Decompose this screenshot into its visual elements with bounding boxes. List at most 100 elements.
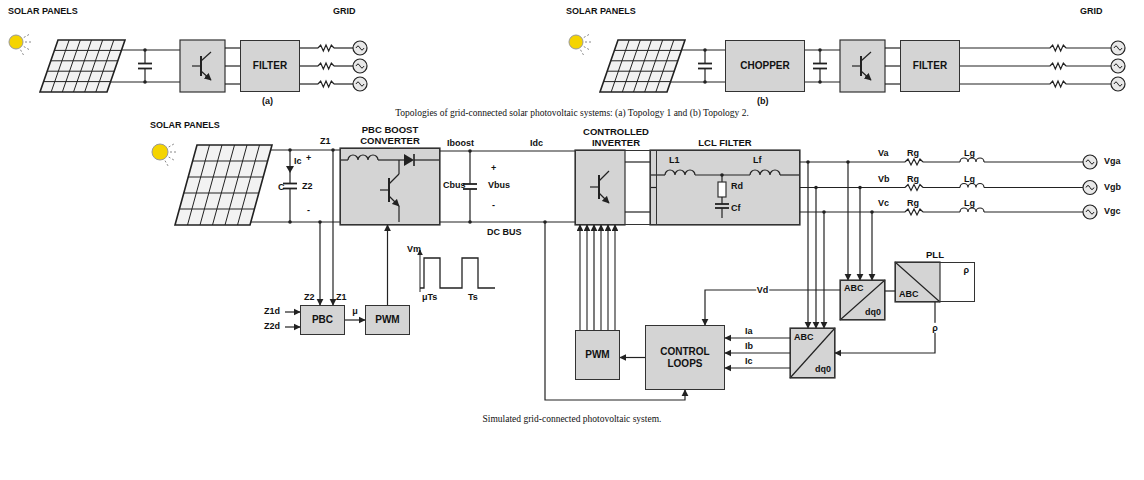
gate-arrow bbox=[600, 225, 601, 330]
transistor-bar bbox=[598, 175, 600, 199]
signal-label: Z2 bbox=[304, 292, 315, 302]
process-box: ABCdq0 bbox=[790, 328, 835, 378]
sun-ray bbox=[24, 47, 31, 51]
gate-arrow bbox=[579, 225, 580, 330]
wire bbox=[681, 49, 725, 50]
panel-grid bbox=[54, 50, 121, 51]
divider-line bbox=[840, 280, 885, 320]
process-box: PWM bbox=[575, 330, 620, 380]
box-heading: PLL bbox=[885, 250, 985, 260]
signal-label: Ic bbox=[294, 156, 302, 166]
panel-grid bbox=[225, 145, 247, 225]
process-box: FILTER bbox=[240, 40, 300, 92]
grid-source bbox=[1083, 155, 1097, 169]
signal-connector bbox=[650, 187, 657, 188]
signal-connector bbox=[345, 319, 365, 320]
wire bbox=[960, 83, 1050, 84]
wire bbox=[984, 161, 1083, 162]
process-box: CONTROL LOOPS bbox=[645, 325, 725, 390]
signal-label: Vbus bbox=[488, 180, 510, 190]
signal-label: μTs bbox=[422, 292, 437, 302]
transistor-emitter bbox=[389, 196, 399, 206]
wire bbox=[885, 83, 900, 84]
signal-label: Lg bbox=[964, 174, 975, 184]
signal-label: Vgc bbox=[1104, 206, 1121, 216]
box-label: Cf bbox=[731, 203, 741, 213]
resistor-symbol bbox=[1050, 81, 1066, 87]
sun-ray bbox=[581, 50, 585, 57]
panel-grid bbox=[604, 81, 671, 82]
transistor-bar bbox=[200, 56, 202, 76]
sun-ray bbox=[25, 42, 33, 43]
box-label: FILTER bbox=[253, 60, 287, 72]
box-label: Rd bbox=[731, 181, 743, 191]
sine-mark bbox=[356, 46, 364, 50]
sun-ray bbox=[169, 143, 176, 147]
capacitor-plate bbox=[463, 183, 477, 185]
inductor-symbol bbox=[348, 155, 378, 160]
resistor-symbol bbox=[718, 182, 726, 197]
pwm-waveform bbox=[420, 258, 495, 288]
reference-arrow bbox=[285, 311, 300, 312]
signal-label: Vc bbox=[878, 198, 889, 208]
wire bbox=[923, 187, 960, 188]
transistor-emitter bbox=[201, 71, 211, 80]
wire bbox=[251, 221, 340, 222]
wire bbox=[225, 83, 240, 84]
inverter-box bbox=[575, 150, 625, 225]
box-label: dq0 bbox=[865, 307, 881, 317]
signal-label: Lg bbox=[964, 198, 975, 208]
capacitor-plate bbox=[283, 183, 297, 185]
signal-label: Rg bbox=[907, 148, 919, 158]
wire bbox=[650, 174, 665, 175]
transistor-emitter bbox=[599, 193, 609, 203]
signal-label: Z2d bbox=[264, 321, 280, 331]
signal-label: Vm bbox=[407, 244, 421, 254]
current-tap bbox=[823, 212, 824, 328]
signal-label: (a) bbox=[262, 96, 273, 106]
wire bbox=[378, 159, 404, 160]
voltage-tap bbox=[859, 188, 860, 281]
transistor-collector bbox=[389, 174, 399, 184]
wire bbox=[300, 65, 318, 66]
sun-ray bbox=[584, 47, 591, 51]
voltage-tap bbox=[847, 162, 848, 280]
process-box: ABCdq0 bbox=[840, 280, 885, 320]
process-box: PBC BOOST CONVERTER bbox=[340, 148, 440, 225]
wire bbox=[144, 50, 145, 64]
panel-grid bbox=[611, 40, 629, 92]
signal-connector bbox=[725, 352, 790, 353]
panel-grid bbox=[200, 145, 222, 225]
transistor-bar bbox=[860, 56, 862, 76]
wire bbox=[704, 69, 705, 83]
signal-label: Idc bbox=[530, 138, 543, 148]
grid-source bbox=[353, 41, 367, 55]
panel-grid bbox=[188, 145, 210, 225]
box-label: PWM bbox=[375, 314, 399, 326]
panel-grid bbox=[656, 40, 674, 92]
capacitor-plate bbox=[813, 63, 827, 65]
wire bbox=[800, 161, 905, 162]
gate-arrow bbox=[586, 225, 587, 330]
figure-caption: Simulated grid-connected photovoltaic sy… bbox=[483, 414, 662, 425]
process-box: PWM bbox=[365, 305, 410, 335]
signal-label: - bbox=[307, 205, 310, 215]
wire bbox=[800, 211, 905, 212]
panel-grid bbox=[193, 161, 268, 162]
filter-box bbox=[650, 150, 800, 225]
current-tap bbox=[815, 188, 816, 329]
signal-label: SOLAR PANELS bbox=[150, 120, 220, 130]
box-label: PWM bbox=[585, 349, 609, 361]
wire bbox=[960, 47, 1050, 48]
wire bbox=[721, 175, 722, 182]
signal-label: Z1 bbox=[320, 136, 331, 146]
capacitor-plate bbox=[698, 63, 712, 65]
signal-label: Vga bbox=[1104, 156, 1121, 166]
sense-wire bbox=[319, 222, 320, 305]
wire bbox=[805, 81, 840, 82]
grid-source bbox=[353, 77, 367, 91]
resistor-symbol bbox=[1050, 63, 1066, 69]
signal-connector bbox=[620, 357, 645, 358]
signal-label: + bbox=[306, 153, 311, 163]
